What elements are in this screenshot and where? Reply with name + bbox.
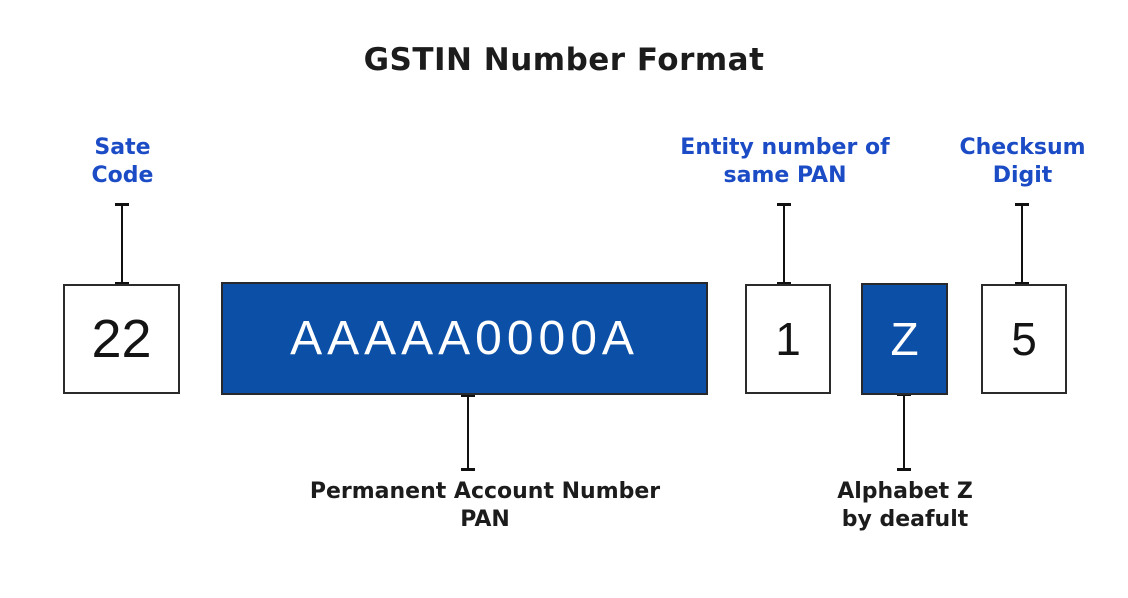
segment-entity-number-box: 1 <box>745 284 831 394</box>
callout-entity-number-line2: same PAN <box>723 163 847 188</box>
callout-checksum-digit: Checksum Digit <box>935 134 1110 190</box>
segment-default-z-box: Z <box>861 283 948 395</box>
label-alphabet-z-line1: Alphabet Z <box>837 479 973 504</box>
callout-checksum-digit-line1: Checksum <box>959 135 1086 160</box>
segment-checksum-box: 5 <box>981 284 1067 394</box>
label-pan-line2: PAN <box>460 507 510 532</box>
connector-pan <box>461 394 475 471</box>
connector-alphabet-z <box>897 393 911 471</box>
callout-entity-number-line1: Entity number of <box>680 135 890 160</box>
label-alphabet-z-line2: by deafult <box>841 507 969 532</box>
label-pan-line1: Permanent Account Number <box>309 479 661 504</box>
callout-state-code-line2: Code <box>91 163 154 188</box>
callout-checksum-digit-line2: Digit <box>992 163 1053 188</box>
callout-state-code: Sate Code <box>40 134 205 190</box>
diagram-title: GSTIN Number Format <box>363 42 765 78</box>
connector-checksum-digit <box>1015 203 1029 285</box>
segment-state-code-box: 22 <box>63 284 180 394</box>
label-pan: Permanent Account Number PAN <box>255 478 715 534</box>
label-alphabet-z: Alphabet Z by deafult <box>785 478 1025 534</box>
connector-state-code <box>115 203 129 285</box>
callout-state-code-line1: Sate <box>94 135 151 160</box>
segment-pan-box: AAAAA0000A <box>221 282 708 395</box>
callout-entity-number: Entity number of same PAN <box>640 134 930 190</box>
connector-entity-number <box>777 203 791 285</box>
